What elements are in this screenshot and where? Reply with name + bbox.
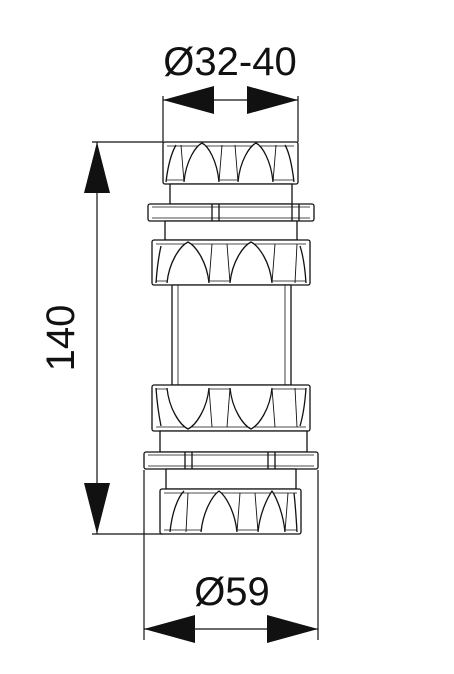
top-neck: [169, 183, 293, 205]
height-arrow-top-icon: [84, 142, 110, 193]
top-arrow-right-icon: [247, 86, 298, 114]
height-arrow-bottom-icon: [84, 483, 110, 534]
top-arrow-left-icon: [163, 86, 214, 114]
lower-large-nut: [151, 384, 311, 432]
bottom-neck: [165, 468, 297, 490]
top-nut: [162, 141, 299, 185]
bottom-flange: [143, 451, 319, 470]
pipe-fitting: [143, 141, 319, 535]
height-label: 140: [39, 305, 83, 372]
height-dimension: [92, 141, 163, 535]
bottom-diameter-label: Ø59: [194, 570, 270, 614]
bottom-arrow-left-icon: [144, 615, 195, 643]
upper-large-nut: [151, 239, 311, 286]
bottom-nut: [159, 488, 302, 535]
middle-tube: [171, 284, 292, 386]
bottom-arrow-right-icon: [267, 615, 318, 643]
top-flange: [147, 203, 315, 222]
top-diameter-label: Ø32-40: [163, 40, 296, 84]
lower-neck: [159, 430, 308, 453]
upper-neck: [164, 220, 298, 241]
